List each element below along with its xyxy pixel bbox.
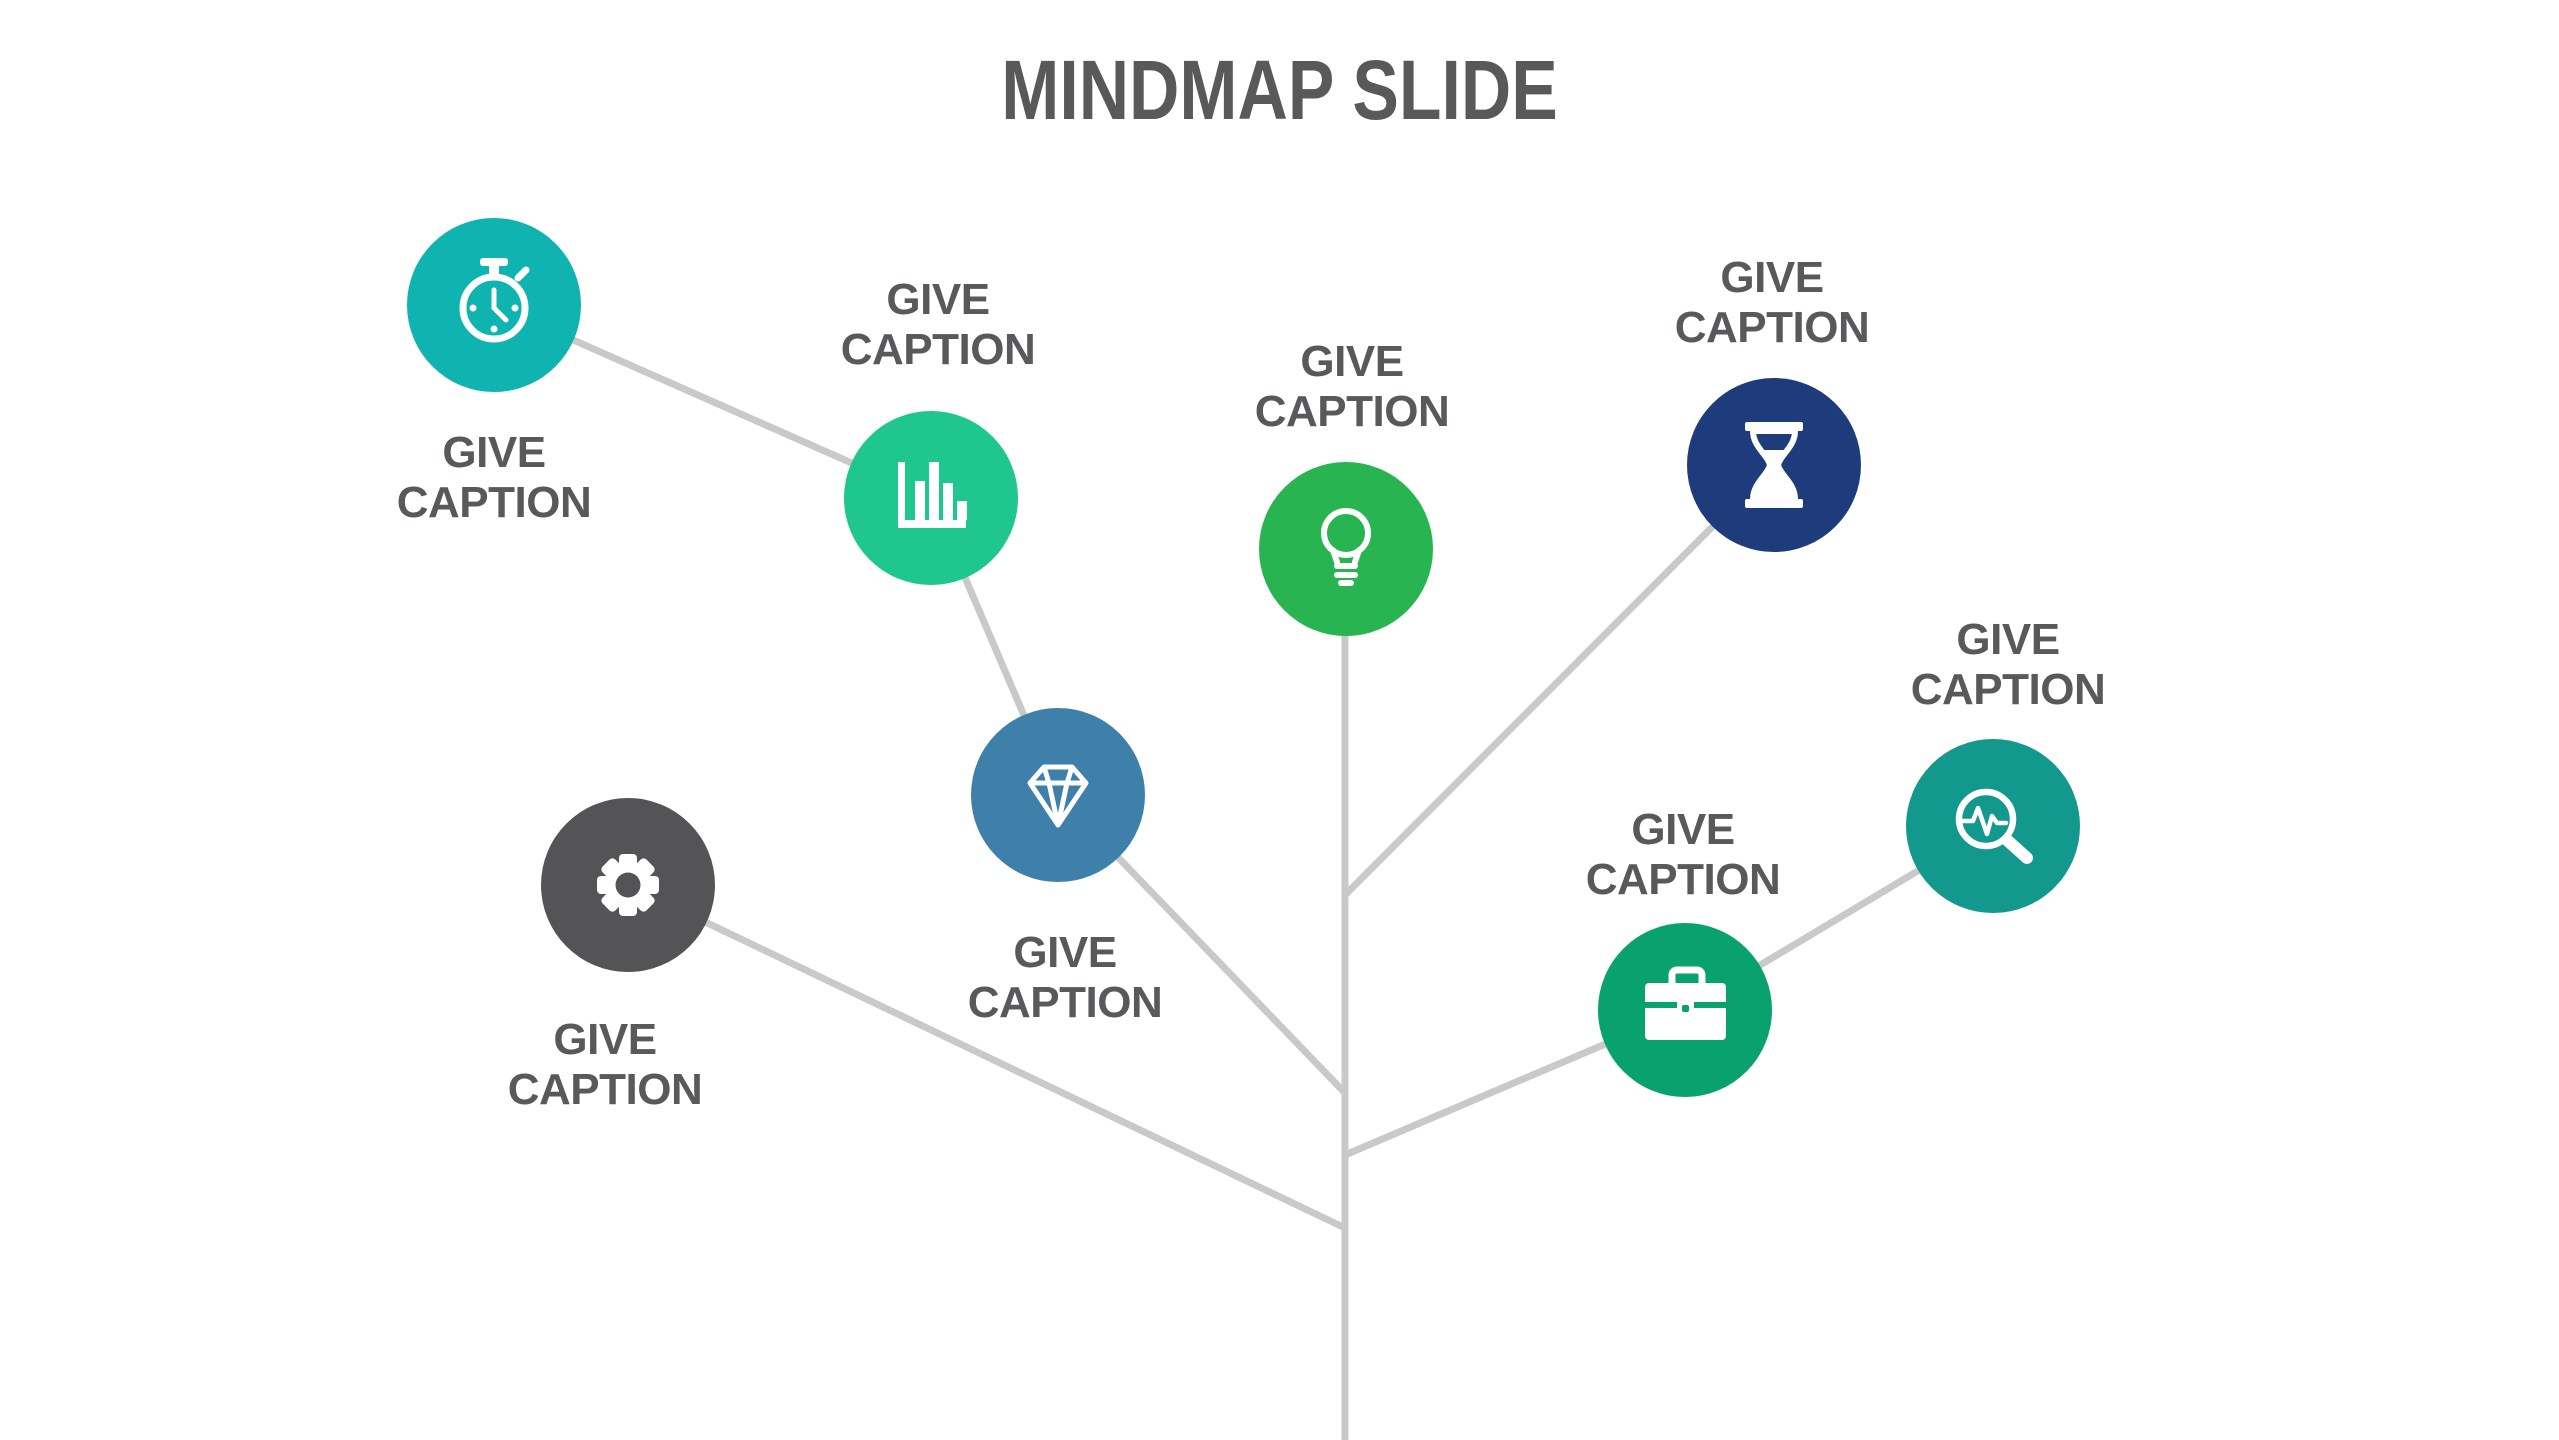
node-lightbulb	[1259, 462, 1433, 636]
magnifier-node-circle	[1906, 739, 2080, 913]
caption-line: CAPTION	[1585, 855, 1781, 904]
caption-line: CAPTION	[1674, 303, 1870, 352]
caption-line: GIVE	[1956, 615, 2060, 664]
node-bar-chart	[844, 411, 1018, 585]
caption-line: CAPTION	[507, 1065, 703, 1114]
slide-title: MINDMAP SLIDE	[1001, 43, 1558, 137]
lightbulb-icon	[1321, 508, 1371, 586]
stopwatch-icon	[459, 258, 530, 343]
caption-line: GIVE	[1300, 337, 1404, 386]
caption-bar-chart: GIVE CAPTION	[768, 275, 1108, 375]
caption-line: CAPTION	[1910, 665, 2106, 714]
caption-line: GIVE	[442, 428, 546, 477]
caption-line: CAPTION	[396, 478, 592, 527]
diamond-icon	[1027, 764, 1089, 828]
bar-chart-icon	[898, 462, 967, 528]
caption-line: GIVE	[886, 275, 990, 324]
node-briefcase	[1598, 923, 1772, 1097]
magnifier-search-icon	[1955, 788, 2033, 864]
caption-hourglass: GIVE CAPTION	[1602, 253, 1942, 353]
caption-line: CAPTION	[967, 978, 1163, 1027]
node-magnifier	[1906, 739, 2080, 913]
caption-line: GIVE	[1013, 928, 1117, 977]
caption-line: GIVE	[1720, 253, 1824, 302]
caption-lightbulb: GIVE CAPTION	[1182, 337, 1522, 437]
node-stopwatch	[407, 218, 581, 392]
caption-magnifier: GIVE CAPTION	[1838, 615, 2178, 715]
hourglass-icon	[1745, 422, 1803, 508]
caption-diamond: GIVE CAPTION	[895, 928, 1235, 1028]
caption-stopwatch: GIVE CAPTION	[324, 428, 664, 528]
connector-line-gear-trunk	[624, 881, 1349, 1232]
node-gear	[541, 798, 715, 972]
node-hourglass	[1687, 378, 1861, 552]
caption-line: CAPTION	[1254, 387, 1450, 436]
connector-line-hourglass-trunk	[1341, 461, 1778, 899]
diamond-node-circle	[971, 708, 1145, 882]
caption-briefcase: GIVE CAPTION	[1513, 805, 1853, 905]
node-diamond	[971, 708, 1145, 882]
caption-line: GIVE	[1631, 805, 1735, 854]
caption-line: GIVE	[553, 1015, 657, 1064]
lightbulb-node-circle	[1259, 462, 1433, 636]
caption-gear: GIVE CAPTION	[435, 1015, 775, 1115]
briefcase-icon	[1645, 966, 1726, 1040]
gear-icon	[597, 854, 659, 916]
caption-line: CAPTION	[840, 325, 1036, 374]
